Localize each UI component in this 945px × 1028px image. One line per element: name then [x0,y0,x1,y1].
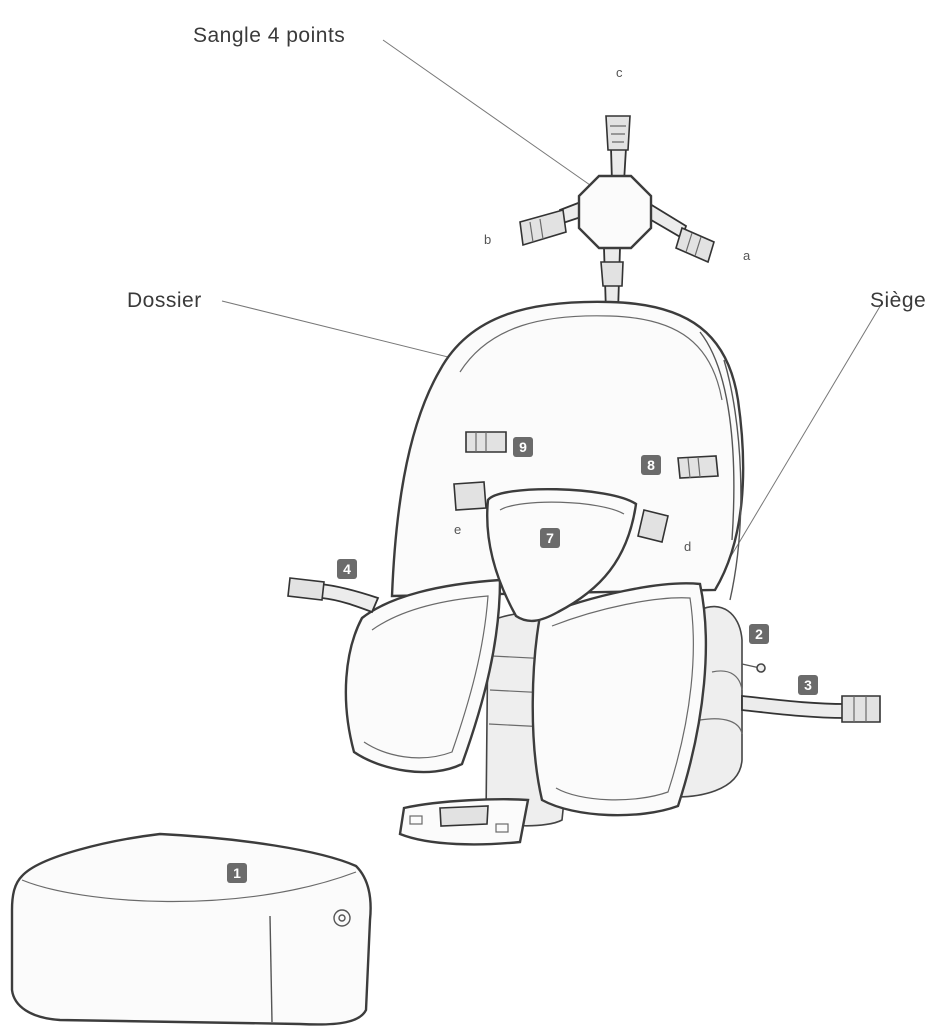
side-strap-4 [287,577,380,614]
badge-3: 3 [798,675,818,695]
pommel [486,487,638,623]
strap-lower-buckle [600,261,624,287]
strap-3-webbing [741,695,847,719]
badge-7: 7 [540,528,560,548]
badge-2-label: 2 [755,626,763,642]
strap-letter-e: e [454,522,461,537]
callout-seat: Siège [870,289,926,312]
badge-8: 8 [641,455,661,475]
buckle-d [637,509,669,543]
strap-center-plate [577,174,653,250]
badge-2: 2 [749,624,769,644]
badge-4-label: 4 [343,561,351,577]
callout-back: Dossier [127,289,202,312]
strap-letter-d: d [684,539,691,554]
strap-letter-c: c [616,65,623,80]
buckle-e [453,481,487,511]
buckle-c [605,115,631,151]
badge-4: 4 [337,559,357,579]
cushion-box-body [10,832,372,1026]
backrest-buckles [453,431,719,543]
cushion-valve [333,909,351,927]
badge-1: 1 [227,863,247,883]
badge-7-label: 7 [546,530,554,546]
cushion-box [10,832,372,1026]
leader-seat [711,302,883,589]
strap-letter-b: b [484,232,491,247]
buckle-b [519,208,567,247]
badge-8-label: 8 [647,457,655,473]
pommel-body [486,487,638,623]
badge-9: 9 [513,437,533,457]
callout-strap: Sangle 4 points [193,24,345,47]
badge-1-label: 1 [233,865,241,881]
buckle-a [675,226,715,264]
strap-letter-a: a [743,248,751,263]
badge-9-label: 9 [519,439,527,455]
seat-cushion-right [531,582,708,817]
buckle-3 [841,695,881,723]
front-tab-buckle [439,805,489,827]
strap-4-webbing [318,582,380,614]
four-point-strap [519,115,715,313]
side-strap-3 [741,695,881,723]
seat [344,578,743,846]
buckle-4 [287,577,325,601]
badge-3-label: 3 [804,677,812,693]
leader-strap [382,39,601,193]
